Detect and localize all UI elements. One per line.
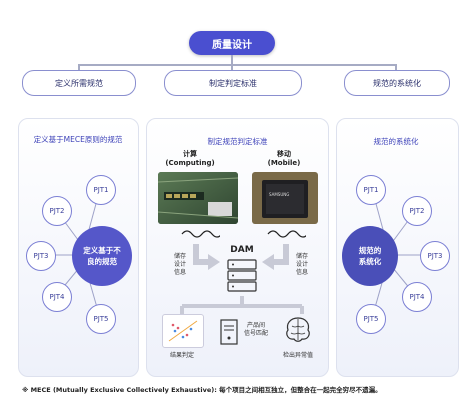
database-icon xyxy=(227,259,257,292)
arrow-down-icon-left xyxy=(193,244,220,270)
connector-vertical xyxy=(231,55,233,65)
branch-define-spec: 定义所需规范 xyxy=(22,70,136,96)
left-center-circle: 定义基于不良的规范 xyxy=(72,226,132,286)
left-pjt-4: PJT4 xyxy=(42,282,72,312)
dam-label: DAM xyxy=(230,245,254,255)
right-center-label: 规范的 系统化 xyxy=(358,246,382,266)
title-pill: 质量设计 xyxy=(189,31,275,55)
result-judge-label: 结果判定 xyxy=(169,352,194,359)
svg-text:SAMSUNG: SAMSUNG xyxy=(269,192,289,197)
chart-icon xyxy=(168,320,198,342)
right-center-circle: 规范的 系统化 xyxy=(342,226,398,286)
left-pjt-3: PJT3 xyxy=(26,241,56,271)
anomaly-label: 检出异常值 xyxy=(282,352,313,359)
wave-icon-right xyxy=(267,230,306,238)
right-pjt-2: PJT2 xyxy=(402,196,432,226)
left-center-label: 定义基于不良的规范 xyxy=(83,246,121,266)
middle-panel-title: 制定规范判定标准 xyxy=(207,137,268,146)
mobile-chip-image: SAMSUNG xyxy=(252,172,318,224)
connector-mid xyxy=(231,64,233,70)
left-panel-title: 定义基于MECE原则的规范 xyxy=(33,135,123,144)
right-pjt-4: PJT4 xyxy=(402,282,432,312)
dam-branches xyxy=(180,296,304,314)
chip1-label: 计算 (Computing) xyxy=(165,150,215,167)
right-panel-title: 规范的系统化 xyxy=(373,137,419,146)
arrow-down-icon-right xyxy=(262,244,289,270)
connector-right xyxy=(395,64,397,70)
right-pjt-5: PJT5 xyxy=(356,304,386,334)
chip2-label: 移动 (Mobile) xyxy=(267,150,301,167)
left-pjt-2: PJT2 xyxy=(42,196,72,226)
right-side-label: 储存 设计 信息 xyxy=(295,253,308,276)
connector-left xyxy=(78,64,80,70)
computing-board-image xyxy=(158,172,238,224)
connector-horizontal xyxy=(78,64,396,66)
branch-judge-criteria: 制定判定标准 xyxy=(164,70,302,96)
brain-icon xyxy=(286,317,310,342)
left-pjt-1: PJT1 xyxy=(86,175,116,205)
left-pjt-5: PJT5 xyxy=(86,304,116,334)
footnote: ※ MECE (Mutually Exclusive Collectively … xyxy=(22,386,382,394)
left-side-label: 储存 设计 信息 xyxy=(173,253,186,276)
server-icon xyxy=(220,319,238,345)
signal-match-label: 产品间 信号匹配 xyxy=(243,322,268,337)
result-judge-box xyxy=(162,314,204,348)
branch-systemization: 规范的系统化 xyxy=(344,70,450,96)
right-pjt-1: PJT1 xyxy=(356,175,386,205)
right-pjt-3: PJT3 xyxy=(420,241,450,271)
wave-icon-left xyxy=(181,230,220,238)
